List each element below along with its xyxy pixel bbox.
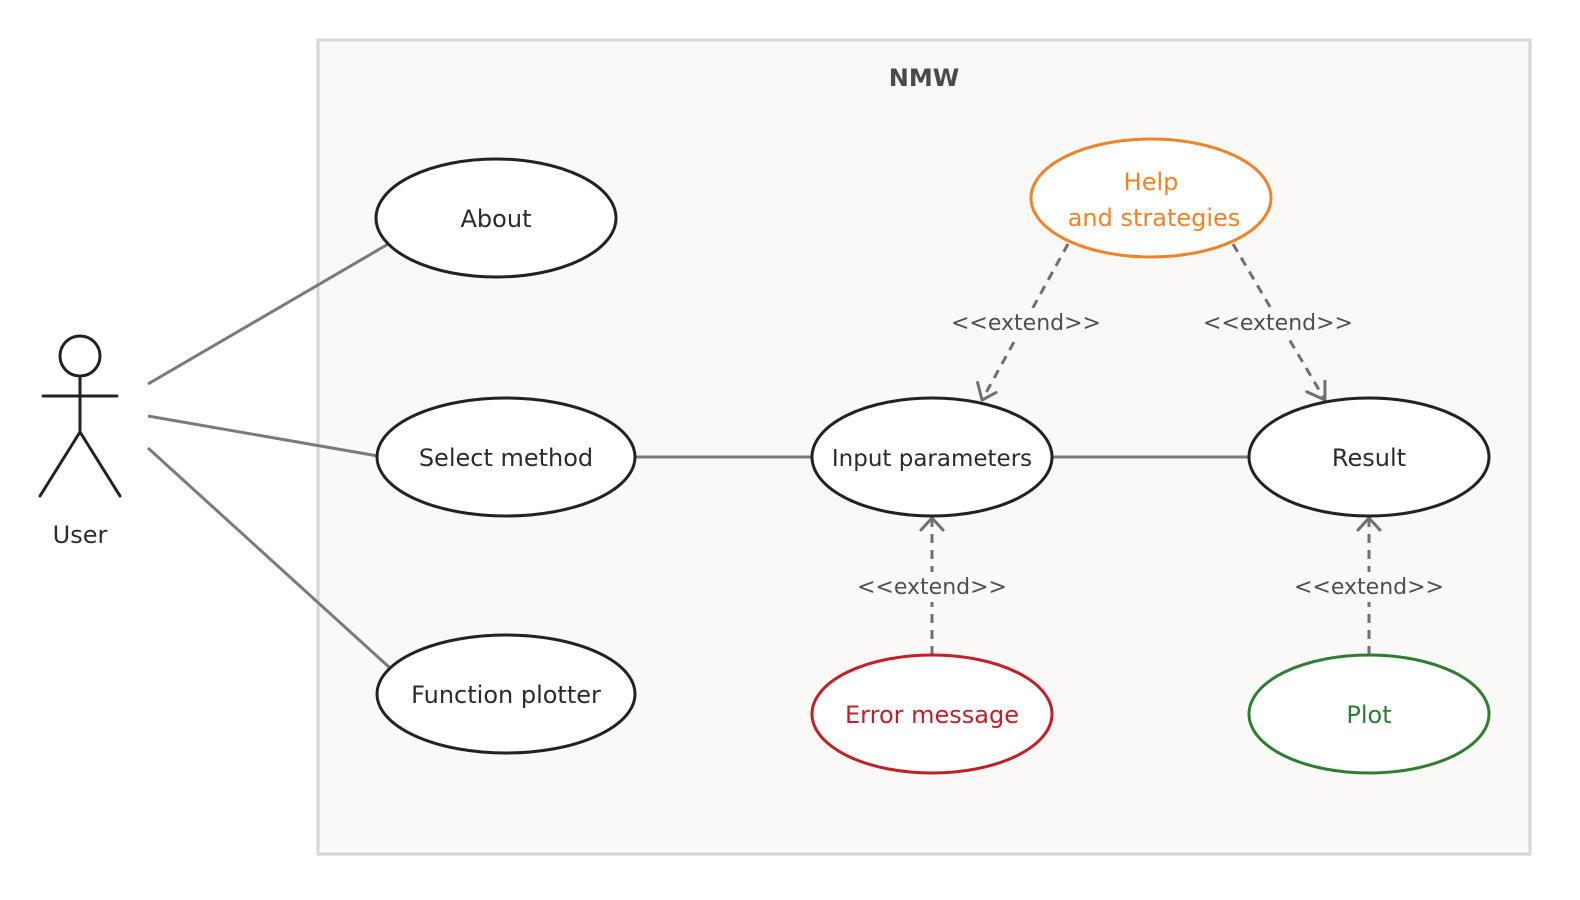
usecase-function-plotter-shape [375,633,637,755]
system-title: NMW [889,64,959,92]
arrowhead-error-to-input [919,516,945,532]
arrowhead-help-to-result [1305,379,1327,402]
association-user-select-method [147,414,379,458]
association-user-function-plotter [146,446,392,670]
extend-label-plot-result: <<extend>> [1294,575,1444,600]
usecase-select-method: Select method [375,396,637,518]
arrowhead-help-to-input [976,381,998,402]
usecase-error-message-shape [810,653,1054,775]
usecase-function-plotter-label: Function plotter [411,681,601,709]
usecase-result: Result [1247,396,1491,518]
usecase-result-shape [1247,396,1491,518]
actor-right-leg [78,430,122,498]
usecase-plot-label: Plot [1346,701,1391,729]
actor-user: User [38,334,122,549]
extend-label-error-input: <<extend>> [857,575,1007,600]
usecase-help-label-line1: Help [1124,168,1179,196]
usecase-input-parameters-shape [810,396,1054,518]
usecase-plot: Plot [1247,653,1491,775]
usecase-input-parameters-label: Input parameters [832,446,1032,472]
actor-label: User [53,521,108,549]
usecase-function-plotter: Function plotter [375,633,637,755]
usecase-about-shape [374,157,618,279]
usecase-help-label-line2: and strategies [1068,204,1241,232]
extend-label-bg [1295,572,1443,602]
extend-label-bg [952,308,1100,338]
usecase-help-strategies: Help and strategies [1029,137,1273,259]
usecase-error-message-label: Error message [845,701,1019,729]
actor-head [58,334,102,378]
usecase-select-method-label: Select method [419,444,593,472]
usecase-select-method-shape [375,396,637,518]
usecase-help-shape [1029,137,1273,259]
usecase-result-label: Result [1332,444,1406,472]
association-user-about [147,241,391,386]
extend-label-bg [858,572,1006,602]
extend-help-to-input [980,243,1070,401]
usecase-about-label: About [461,205,532,233]
extend-label-bg [1204,308,1352,338]
usecase-error-message: Error message [810,653,1054,775]
usecase-about: About [374,157,618,279]
usecase-plot-shape [1247,653,1491,775]
arrowhead-plot-to-result [1356,516,1382,532]
extend-label-help-result: <<extend>> [1203,311,1353,336]
extend-help-to-result [1231,243,1327,401]
usecase-input-parameters: Input parameters [810,396,1054,518]
extend-label-help-input: <<extend>> [951,311,1101,336]
actor-left-leg [38,430,82,498]
